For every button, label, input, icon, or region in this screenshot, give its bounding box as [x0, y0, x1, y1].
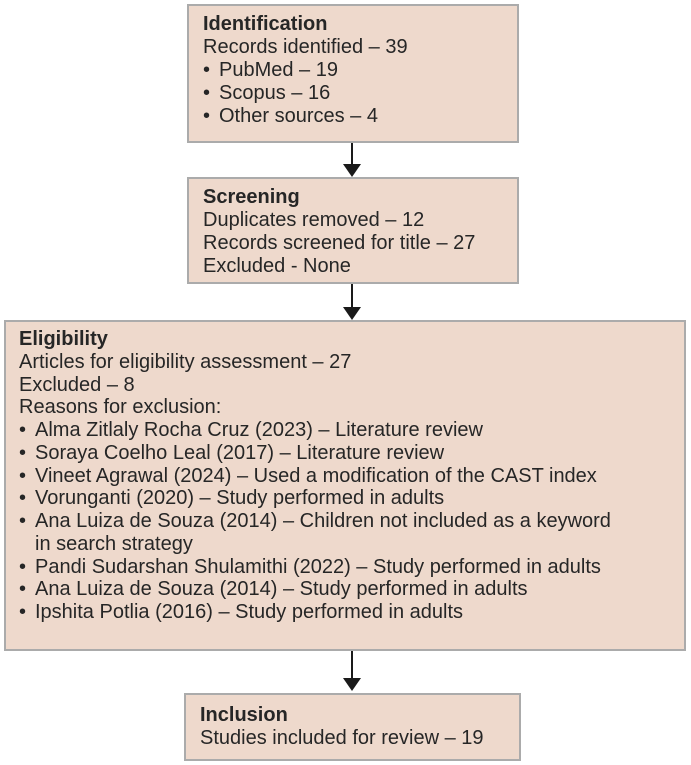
bullet-text: Ana Luiza de Souza (2014) – Study perfor…	[35, 578, 528, 601]
arrow-stem	[351, 284, 353, 307]
bullet-text: Vorunganti (2020) – Study performed in a…	[35, 487, 445, 510]
list-item: • Other sources – 4	[203, 105, 503, 128]
bullet-text: PubMed – 19	[219, 59, 338, 81]
records-identified-line: Records identified – 39	[203, 36, 408, 58]
bullet-icon: •	[203, 59, 211, 81]
bullet-icon: •	[19, 464, 27, 487]
list-item: • Scopus – 16	[203, 82, 503, 105]
list-item: • Ana Luiza de Souza (2014) – Children n…	[19, 510, 671, 556]
list-item: • Ipshita Potlia (2016) – Study performe…	[19, 601, 671, 624]
studies-included-line: Studies included for review – 19	[200, 727, 484, 749]
list-item: • Vineet Agrawal (2024) – Used a modific…	[19, 465, 671, 488]
bullet-text: Soraya Coelho Leal (2017) – Literature r…	[35, 441, 445, 464]
arrow-head	[343, 164, 361, 177]
articles-eligibility-line: Articles for eligibility assessment – 27	[19, 350, 352, 373]
bullet-icon: •	[19, 419, 27, 441]
records-screened-line: Records screened for title – 27	[203, 232, 476, 254]
reasons-exclusion-line: Reasons for exclusion:	[19, 396, 222, 419]
duplicates-removed-line: Duplicates removed – 12	[203, 209, 425, 231]
bullet-icon: •	[19, 510, 27, 532]
bullet-icon: •	[203, 82, 211, 104]
arrow-down-icon	[343, 143, 361, 177]
arrow-down-icon	[343, 651, 361, 691]
eligibility-title: Eligibility	[19, 328, 108, 350]
excluded-line: Excluded - None	[203, 255, 351, 277]
arrow-stem	[351, 143, 353, 164]
arrow-down-icon	[343, 284, 361, 320]
list-item: • PubMed – 19	[203, 59, 503, 82]
list-item: • Soraya Coelho Leal (2017) – Literature…	[19, 442, 671, 465]
arrow-stem	[351, 651, 353, 678]
bullet-icon: •	[19, 578, 27, 601]
list-item: • Vorunganti (2020) – Study performed in…	[19, 487, 671, 510]
arrow-head	[343, 678, 361, 691]
bullet-text: Pandi Sudarshan Shulamithi (2022) – Stud…	[35, 555, 601, 578]
bullet-icon: •	[203, 105, 211, 127]
bullet-icon: •	[19, 601, 27, 623]
bullet-text: Ipshita Potlia (2016) – Study performed …	[35, 601, 464, 623]
bullet-icon: •	[19, 487, 27, 510]
identification-box: Identification Records identified – 39 •…	[187, 4, 519, 143]
arrow-head	[343, 307, 361, 320]
inclusion-title: Inclusion	[200, 704, 288, 726]
screening-box: Screening Duplicates removed – 12 Record…	[187, 177, 519, 284]
list-item: • Pandi Sudarshan Shulamithi (2022) – St…	[19, 556, 671, 579]
bullet-icon: •	[19, 555, 27, 578]
excluded-count-line: Excluded – 8	[19, 373, 135, 396]
list-item: • Ana Luiza de Souza (2014) – Study perf…	[19, 578, 671, 601]
bullet-text: Vineet Agrawal (2024) – Used a modificat…	[35, 464, 597, 487]
eligibility-box: Eligibility Articles for eligibility ass…	[4, 320, 686, 651]
inclusion-box: Inclusion Studies included for review – …	[184, 693, 521, 761]
bullet-text: Ana Luiza de Souza (2014) – Children not…	[35, 510, 611, 555]
bullet-icon: •	[19, 441, 27, 464]
list-item: • Alma Zitlaly Rocha Cruz (2023) – Liter…	[19, 419, 671, 442]
bullet-text: Other sources – 4	[219, 105, 378, 127]
bullet-text: Scopus – 16	[219, 82, 331, 104]
bullet-text: Alma Zitlaly Rocha Cruz (2023) – Literat…	[35, 419, 483, 441]
identification-title: Identification	[203, 13, 328, 35]
screening-title: Screening	[203, 186, 300, 208]
